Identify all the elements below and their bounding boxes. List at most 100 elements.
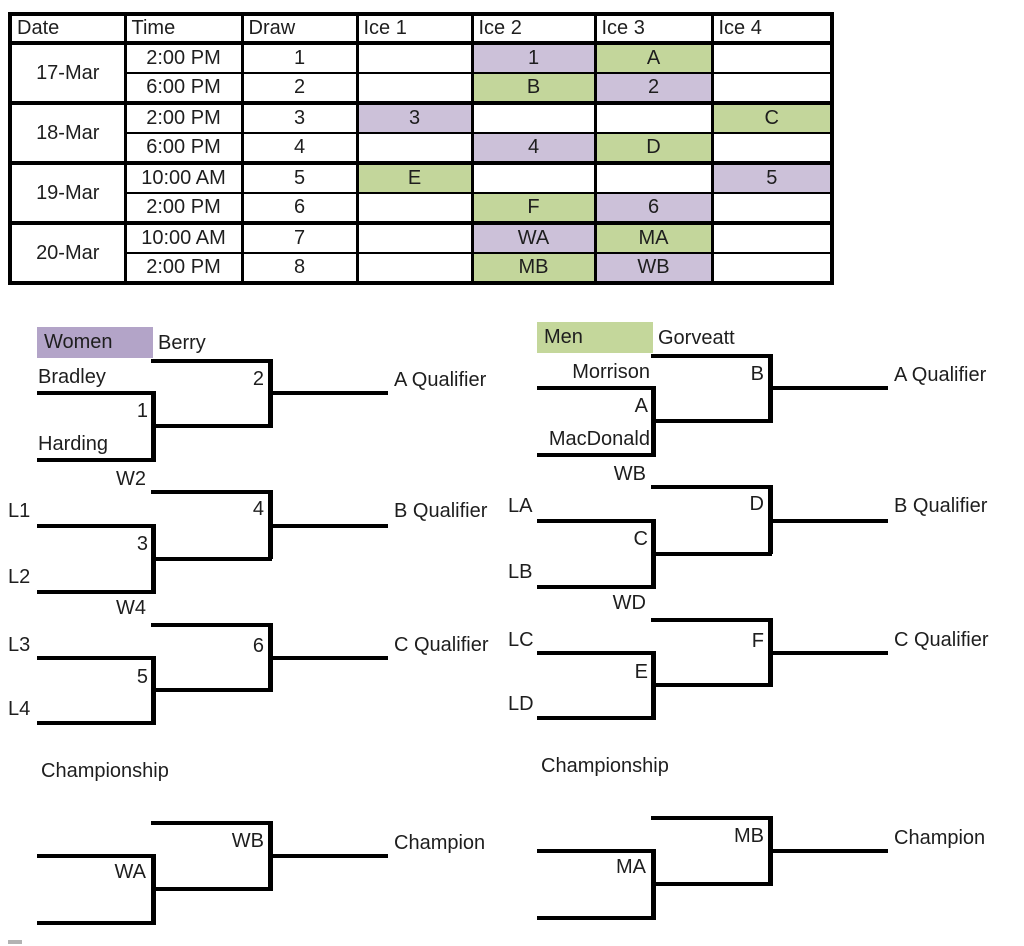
gameD-vertical xyxy=(768,485,773,554)
ice-cell-women-game: WA xyxy=(470,221,597,254)
date-cell: 20-Mar xyxy=(8,221,127,284)
time-cell: 6:00 PM xyxy=(123,132,244,164)
gameF-vertical xyxy=(768,618,773,687)
final-top-line xyxy=(651,816,772,820)
ice-cell-men-game: C xyxy=(710,101,834,134)
game1-label: 1 xyxy=(136,400,148,422)
a-qualifier-label: A Qualifier xyxy=(894,364,987,386)
ice-cell xyxy=(470,101,597,134)
final-top-line xyxy=(151,821,272,825)
ice-cell xyxy=(710,192,834,224)
semi-entrant2-line xyxy=(537,916,655,920)
seed-team-bottom: Harding xyxy=(38,433,109,455)
loser4-entrant-label: L4 xyxy=(8,698,31,720)
table-row: 20-Mar 10:00 AM 7 WA MA xyxy=(8,221,834,284)
men-section-label: Men xyxy=(537,322,653,353)
champion-label: Champion xyxy=(894,827,986,849)
loser4-line xyxy=(37,721,155,725)
table-row: 6:00 PM 4 4 D xyxy=(10,132,834,164)
game2-vertical xyxy=(268,359,273,428)
draw-cell: 8 xyxy=(240,252,359,284)
ice-cell xyxy=(710,252,834,284)
game6-top-line xyxy=(151,623,272,627)
loserB-line xyxy=(537,585,655,589)
ice-cell-women-game: 2 xyxy=(593,72,714,104)
loserD-entrant-label: LD xyxy=(508,693,534,715)
a-qualifier-line xyxy=(772,386,888,390)
final-vertical xyxy=(268,821,273,891)
draw-cell: 7 xyxy=(240,221,359,254)
ice-cell xyxy=(355,132,474,164)
game2-top-line xyxy=(151,359,272,363)
ice-cell-men-game: F xyxy=(470,192,597,224)
loser3-line xyxy=(37,656,155,660)
ice-cell xyxy=(710,132,834,164)
semifinal-label: MA xyxy=(616,856,646,878)
seed-middle-line xyxy=(537,386,655,390)
game1-vertical xyxy=(151,391,156,462)
semifinal-vertical xyxy=(651,849,656,920)
header-cell-ice1: Ice 1 xyxy=(355,12,474,45)
ice-cell xyxy=(710,221,834,254)
ice-cell xyxy=(355,41,474,74)
draw-cell: 5 xyxy=(240,161,359,194)
a-qualifier-label: A Qualifier xyxy=(394,369,487,391)
ice-cell-women-game: 5 xyxy=(710,161,834,194)
championship-title: Championship xyxy=(41,760,169,782)
draw-cell: 1 xyxy=(240,41,359,74)
ice-cell xyxy=(470,161,597,194)
ice-cell-men-game: E xyxy=(355,161,474,194)
game3-winner-line xyxy=(155,557,272,561)
table-row: 2:00 PM 6 F 6 xyxy=(10,192,834,224)
seed-team-top: Berry xyxy=(158,332,206,354)
game5-winner-line xyxy=(155,688,272,692)
header-row: Date Time Draw Ice 1 Ice 2 Ice 3 Ice 4 xyxy=(8,12,834,45)
semi-entrant1-line xyxy=(537,849,655,853)
game5-label: 5 xyxy=(136,666,148,688)
loserC-line xyxy=(537,651,655,655)
semifinal-winner-line xyxy=(155,887,272,891)
semi-entrant2-line xyxy=(37,921,155,925)
time-cell: 6:00 PM xyxy=(123,72,244,104)
womens-bracket: Women Berry Bradley 1 Harding 2 A Qualif… xyxy=(8,327,488,925)
gameE-winner-line xyxy=(655,683,772,687)
champion-label: Champion xyxy=(394,832,486,854)
loserA-entrant-label: LA xyxy=(508,495,533,517)
game4-top-line xyxy=(151,490,272,494)
semifinal-vertical xyxy=(151,854,156,925)
ice-cell-men-game: B xyxy=(470,72,597,104)
loser1-line xyxy=(37,524,155,528)
loser3-entrant-label: L3 xyxy=(8,634,31,656)
draw-cell: 3 xyxy=(240,101,359,134)
semifinal-winner-line xyxy=(655,882,772,886)
ice-cell-women-game: 6 xyxy=(593,192,714,224)
loserD-line xyxy=(537,716,655,720)
game3-label: 3 xyxy=(136,533,148,555)
winnerB-entrant-label: WB xyxy=(613,463,646,485)
header-cell-time: Time xyxy=(123,12,244,45)
gameB-vertical xyxy=(768,354,773,423)
gameB-label: B xyxy=(750,363,764,385)
c-qualifier-label: C Qualifier xyxy=(894,629,989,651)
c-qualifier-line xyxy=(772,651,888,655)
semi-entrant1-line xyxy=(37,854,155,858)
gameD-top-line xyxy=(651,485,772,489)
final-vertical xyxy=(768,816,773,886)
ice-cell xyxy=(710,41,834,74)
ice-cell xyxy=(593,101,714,134)
ice-cell-women-game: WB xyxy=(593,252,714,284)
seed-team-top: Gorveatt xyxy=(658,327,735,349)
loser1-entrant-label: L1 xyxy=(8,500,31,522)
ice-cell-women-game: 4 xyxy=(470,132,597,164)
seed-bottom-line xyxy=(37,458,155,462)
gameC-winner-line xyxy=(655,552,772,556)
time-cell: 2:00 PM xyxy=(123,41,244,74)
winner4-entrant-label: W4 xyxy=(116,597,146,619)
ice-cell xyxy=(593,161,714,194)
seed-team-bottom: MacDonald xyxy=(548,428,650,450)
ice-cell-men-game: MB xyxy=(470,252,597,284)
table-row: 19-Mar 10:00 AM 5 E 5 xyxy=(8,161,834,224)
header-cell-date: Date xyxy=(8,12,127,45)
championship-title: Championship xyxy=(541,755,669,777)
